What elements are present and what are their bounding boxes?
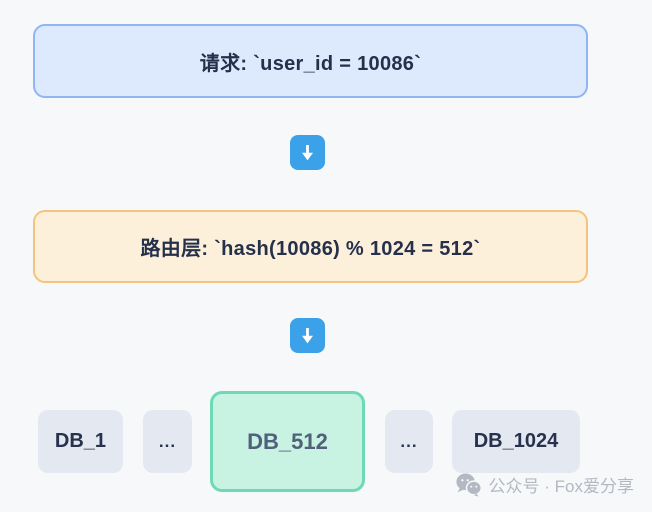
db-node-label: DB_512	[247, 428, 328, 454]
db-node-label: DB_1024	[473, 430, 559, 452]
request-box: 请求: `user_id = 10086`	[33, 24, 588, 98]
watermark-text: 公众号 · Fox爱分享	[488, 477, 634, 496]
wechat-icon	[455, 472, 482, 497]
watermark: 公众号 · Fox爱分享	[455, 472, 634, 497]
db-ellipsis-label: ...	[400, 431, 418, 451]
db-ellipsis-label: ...	[158, 431, 177, 451]
router-box-label: 路由层: `hash(10086) % 1024 = 512`	[140, 238, 481, 260]
db-node-label: DB_1	[54, 430, 107, 452]
down-arrow-icon	[290, 135, 325, 170]
db-ellipsis: ...	[385, 410, 433, 473]
db-node-1: DB_1	[38, 410, 123, 473]
request-box-label: 请求: `user_id = 10086`	[199, 52, 422, 75]
db-node-1024: DB_1024	[452, 410, 580, 473]
db-node-512-highlighted: DB_512	[210, 391, 365, 492]
router-box: 路由层: `hash(10086) % 1024 = 512`	[33, 210, 588, 283]
down-arrow-icon	[290, 318, 325, 353]
db-ellipsis: ...	[143, 410, 192, 473]
